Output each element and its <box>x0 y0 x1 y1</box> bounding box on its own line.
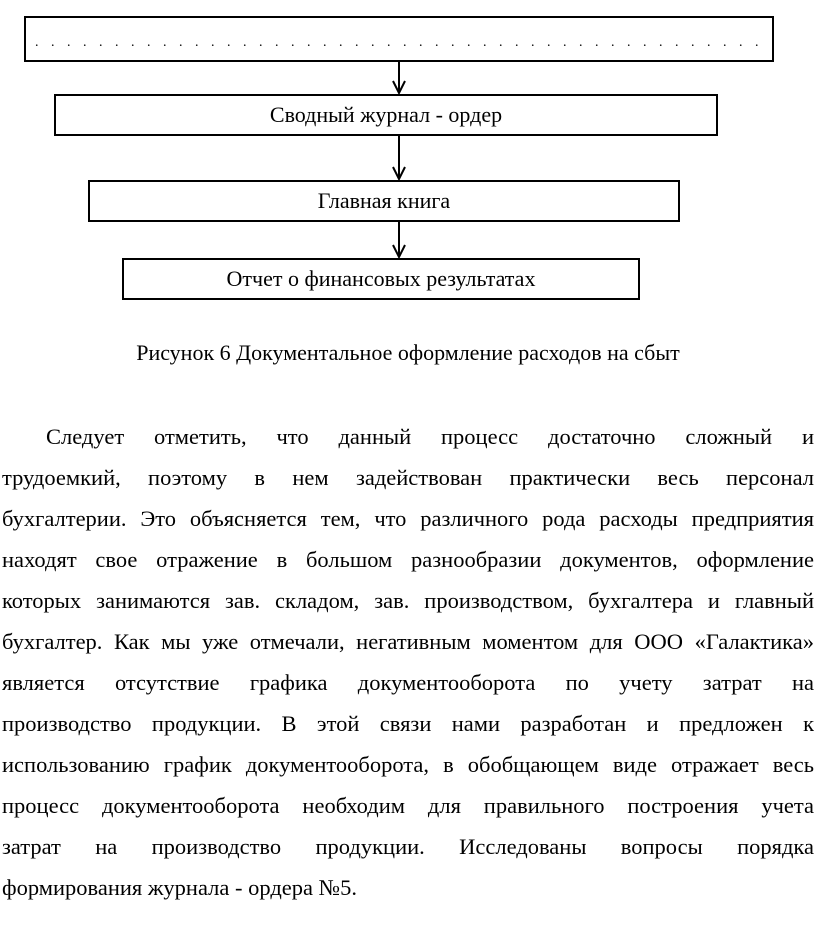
paragraph-line: бухгалтерии. Это объясняется тем, что ра… <box>2 506 814 531</box>
arrow-3-head <box>392 244 406 260</box>
arrow-1-head <box>392 80 406 96</box>
paragraph-line: бухгалтер. Как мы уже отмечали, негативн… <box>2 629 814 654</box>
paragraph-line: находят свое отражение в большом разнооб… <box>2 547 814 572</box>
box-label: Отчет о финансовых результатах <box>226 266 536 291</box>
paragraph-line: Следует отметить, что данный процесс дос… <box>46 424 814 449</box>
diagram-box-summary-journal-order: Сводный журнал - ордер <box>54 94 718 136</box>
paragraph-line: процесс документооборота необходим для п… <box>2 793 814 818</box>
paragraph-line: является отсутствие графика документообо… <box>2 670 814 695</box>
paragraph-line: использованию график документооборота, в… <box>2 752 814 777</box>
diagram-box-general-ledger: Главная книга <box>88 180 680 222</box>
box-label: Главная книга <box>317 188 451 213</box>
paragraph-line: трудоемкий, поэтому в нем задействован п… <box>2 465 814 490</box>
diagram-box-dotted: . . . . . . . . . . . . . . . . . . . . … <box>24 16 774 62</box>
paragraph-line: формирования журнала - ордера №5. <box>2 875 357 900</box>
paragraph-line: которых занимаются зав. складом, зав. пр… <box>2 588 814 613</box>
body-paragraph: Следует отметить, что данный процесс дос… <box>2 416 814 908</box>
paragraph-line: затрат на производство продукции. Исслед… <box>2 834 814 859</box>
dotted-placeholder-text: . . . . . . . . . . . . . . . . . . . . … <box>35 35 763 50</box>
paragraph-line: производство продукции. В этой связи нам… <box>2 711 814 736</box>
box-label: Сводный журнал - ордер <box>269 102 503 127</box>
diagram-box-financial-results-report: Отчет о финансовых результатах <box>122 258 640 300</box>
arrow-2-head <box>392 166 406 182</box>
figure-caption: Рисунок 6 Документальное оформление расх… <box>136 340 680 365</box>
